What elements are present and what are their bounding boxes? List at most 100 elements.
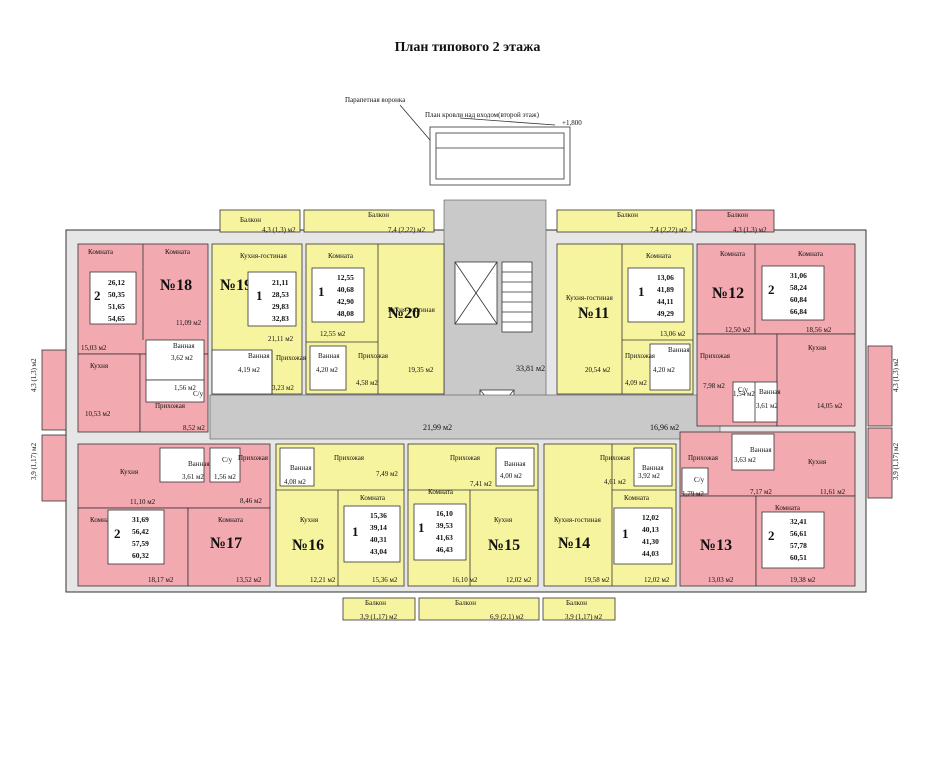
apartment-19: Кухня-гостиная Прихожая Ванная №19 1 21,…: [211, 243, 307, 395]
plan-label: 46,43: [436, 545, 453, 554]
plan-label: Ванная: [318, 352, 340, 360]
plan-label: Прихожая: [700, 352, 731, 360]
plan-label: 2: [94, 288, 101, 303]
plan-label: Комната: [165, 248, 191, 256]
plan-label: №16: [292, 537, 324, 554]
plan-label: 57,59: [132, 539, 149, 548]
plan-label: Ванная: [642, 464, 664, 472]
plan-label: Комната: [646, 252, 672, 260]
plan-label: 44,03: [642, 549, 659, 558]
plan-label: 11,10 м2: [130, 498, 156, 506]
plan-label: Кухня-гостиная: [554, 516, 602, 524]
plan-label: 15,03 м2: [81, 344, 107, 352]
plan-label: 31,69: [132, 515, 149, 524]
plan-label: 13,06 м2: [660, 330, 686, 338]
plan-label: Ванная: [750, 446, 772, 454]
plan-label: 3,62 м2: [171, 354, 193, 362]
plan-label: 56,61: [790, 529, 807, 538]
apartment-15: Прихожая Ванная Комната Кухня 1 16,10 39…: [407, 443, 539, 587]
balcony-14-area: 3,9 (1,17) м2: [565, 613, 603, 621]
plan-label: Комната: [328, 252, 354, 260]
plan-label: 54,65: [108, 314, 125, 323]
plan-label: Прихожая: [688, 454, 719, 462]
plan-label: 1: [352, 524, 359, 539]
plan-label: 58,24: [790, 283, 807, 292]
plan-label: 13,06: [657, 273, 674, 282]
plan-label: 12,55: [337, 273, 354, 282]
plan-label: 32,41: [790, 517, 807, 526]
plan-label: Комната: [624, 494, 650, 502]
plan-label: 18,56 м2: [806, 326, 832, 334]
plan-label: 19,38 м2: [790, 576, 816, 584]
plan-label: 60,32: [132, 551, 149, 560]
balcony-14: [542, 597, 616, 621]
balcony-17-side: [41, 434, 67, 502]
balcony-11-area: 7,4 (2,22) м2: [650, 226, 688, 234]
balcony-18-side-area: 4,3 (1,3) м2: [30, 358, 38, 392]
balcony-12-side: [867, 345, 893, 427]
plan-label: Ванная: [759, 388, 781, 396]
plan-label: 21,11 м2: [268, 335, 294, 343]
plan-label: 7,41 м2: [470, 480, 492, 488]
balcony-11: [556, 209, 693, 233]
corridor-area-right: 16,96 м2: [650, 423, 679, 432]
roof-note: План кровли над входом(второй этаж): [425, 111, 540, 119]
plan-label: 41,30: [642, 537, 659, 546]
plan-label: Комната: [720, 250, 746, 258]
plan-label: Прихожая: [276, 354, 307, 362]
plan-label: 56,42: [132, 527, 149, 536]
balcony-18-side: [41, 349, 67, 431]
plan-label: 12,50 м2: [725, 326, 751, 334]
plan-label: 1: [638, 284, 645, 299]
apartment-17: Кухня Ванная С/у Прихожая Комната Комнат…: [77, 443, 271, 587]
plan-label: 2: [768, 282, 775, 297]
balcony-16-label: Балкон: [365, 599, 386, 607]
plan-label: Кухня: [90, 362, 109, 370]
plan-label: 4,09 м2: [625, 379, 647, 387]
plan-label: 7,49 м2: [376, 470, 398, 478]
plan-label: Комната: [90, 516, 116, 524]
plan-label: 15,36 м2: [372, 576, 398, 584]
plan-label: 15,36: [370, 511, 387, 520]
plan-label: 39,14: [370, 523, 387, 532]
balcony-13-side-area: 3,9 (1,17) м2: [892, 442, 900, 480]
entrance-roof-inner: [435, 132, 565, 180]
balcony-13-side: [867, 427, 893, 499]
plan-label: 1: [622, 526, 629, 541]
plan-label: Комната: [428, 488, 454, 496]
plan-label: 12,55 м2: [320, 330, 346, 338]
plan-label: 28,53: [272, 290, 289, 299]
balcony-15: [418, 597, 540, 621]
apartment-14: Кухня-гостиная Прихожая Ванная Комната №…: [543, 443, 677, 587]
plan-label: 1: [256, 288, 263, 303]
plan-label: 40,68: [337, 285, 354, 294]
plan-label: Прихожая: [155, 402, 186, 410]
plan-label: 13,03 м2: [708, 576, 734, 584]
apartment-16: Ванная Прихожая Кухня Комната №16 1 15,3…: [275, 443, 405, 587]
plan-label: 40,13: [642, 525, 659, 534]
plan-label: Прихожая: [600, 454, 631, 462]
plan-label: 48,08: [337, 309, 354, 318]
plan-label: 16,10 м2: [452, 576, 478, 584]
plan-label: 29,83: [272, 302, 289, 311]
plan-label: 7,98 м2: [703, 382, 725, 390]
plan-label: 2: [114, 526, 121, 541]
balcony-16: [342, 597, 416, 621]
funnel-note: Парапетная воронка: [345, 96, 406, 104]
plan-label: 66,84: [790, 307, 807, 316]
apartment-20: Комната Кухня-гостиная Ванная Прихожая 1…: [305, 243, 445, 395]
plan-label: Прихожая: [625, 352, 656, 360]
corridor: [209, 394, 721, 440]
plan-label: 44,11: [657, 297, 674, 306]
balcony-20-area: 7,4 (2,22) м2: [388, 226, 426, 234]
plan-label: 8,46 м2: [240, 497, 262, 505]
plan-label: №19: [220, 277, 252, 294]
plan-label: 18,17 м2: [148, 576, 174, 584]
plan-label: 1,79 м2: [682, 490, 704, 498]
plan-label: 42,90: [337, 297, 354, 306]
plan-label: 12,02: [642, 513, 659, 522]
plan-label: 19,35 м2: [408, 366, 434, 374]
plan-label: 11,61 м2: [820, 488, 846, 496]
plan-label: С/у: [222, 456, 233, 464]
